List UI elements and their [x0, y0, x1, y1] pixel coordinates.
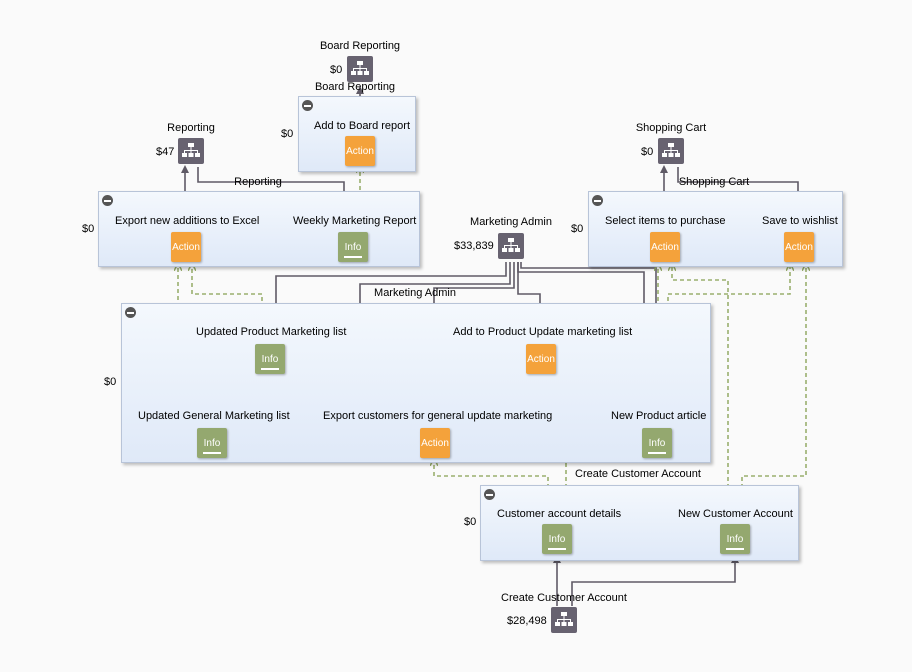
group-title: Reporting — [234, 176, 282, 188]
hub-cost: $47 — [156, 146, 175, 158]
task-label: Add to Board report — [314, 120, 411, 132]
task-label: Export new additions to Excel — [115, 215, 260, 227]
hub-shopping-cart[interactable] — [658, 138, 684, 164]
hub-marketing-admin[interactable] — [498, 233, 524, 259]
group-create-customer-account[interactable]: Customer account details New Customer Ac… — [480, 485, 799, 561]
task-label: Add to Product Update marketing list — [453, 326, 633, 338]
group-title: Board Reporting — [314, 81, 396, 93]
collapse-icon[interactable] — [302, 100, 313, 111]
link-create-new-account — [571, 555, 739, 606]
task-export-customers[interactable]: Action — [420, 428, 450, 458]
task-label: Select items to purchase — [605, 215, 726, 227]
hub-title: Create Customer Account — [501, 592, 627, 604]
group-cost: $0 — [104, 376, 117, 388]
task-label: Save to wishlist — [762, 215, 838, 227]
hub-cost: $33,839 — [454, 240, 494, 252]
group-reporting[interactable]: Export new additions to Excel Weekly Mar… — [98, 191, 420, 267]
task-label: Weekly Marketing Report — [293, 215, 417, 227]
task-customer-account-details[interactable]: Info — [542, 524, 572, 554]
task-label: New Product article — [611, 410, 707, 422]
org-chart-icon — [555, 612, 573, 626]
hub-title: Reporting — [167, 122, 215, 134]
collapse-icon[interactable] — [484, 489, 495, 500]
task-updated-general-marketing-list[interactable]: Info — [197, 428, 227, 458]
task-add-to-board-report[interactable]: Action — [345, 136, 375, 166]
task-updated-product-marketing-list[interactable]: Info — [255, 344, 285, 374]
collapse-icon[interactable] — [592, 195, 603, 206]
task-new-customer-account[interactable]: Info — [720, 524, 750, 554]
task-weekly-marketing-report[interactable]: Info — [338, 232, 368, 262]
task-label: Export customers for general update mark… — [323, 410, 553, 422]
task-label: Updated General Marketing list — [138, 410, 290, 422]
group-board-reporting[interactable]: Add to Board report Action — [298, 96, 416, 172]
org-chart-icon — [182, 143, 200, 157]
org-chart-icon — [502, 238, 520, 252]
group-title: Create Customer Account — [575, 468, 701, 480]
group-cost: $0 — [464, 516, 477, 528]
task-save-to-wishlist[interactable]: Action — [784, 232, 814, 262]
hub-board-reporting[interactable] — [347, 56, 373, 82]
collapse-icon[interactable] — [102, 195, 113, 206]
task-label: New Customer Account — [678, 508, 793, 520]
task-label: Customer account details — [497, 508, 622, 520]
dep-newaccount-select — [672, 266, 729, 523]
group-cost: $0 — [571, 223, 584, 235]
task-export-new-additions[interactable]: Action — [171, 232, 201, 262]
hub-title: Shopping Cart — [635, 122, 707, 134]
group-title: Shopping Cart — [678, 176, 750, 188]
group-marketing-admin[interactable]: Updated Product Marketing list Add to Pr… — [121, 303, 711, 463]
hub-reporting[interactable] — [178, 138, 204, 164]
org-chart-icon — [662, 143, 680, 157]
group-title: Marketing Admin — [374, 287, 456, 299]
hub-create-customer-account[interactable] — [551, 607, 577, 633]
task-select-items[interactable]: Action — [650, 232, 680, 262]
group-shopping-cart[interactable]: Select items to purchase Save to wishlis… — [588, 191, 843, 267]
hub-cost: $0 — [330, 64, 343, 76]
org-chart-icon — [351, 61, 369, 75]
hub-cost: $0 — [641, 146, 654, 158]
hub-title: Marketing Admin — [470, 216, 552, 228]
task-add-to-product-update[interactable]: Action — [526, 344, 556, 374]
hub-title: Board Reporting — [319, 40, 401, 52]
group-cost: $0 — [281, 128, 294, 140]
collapse-icon[interactable] — [125, 307, 136, 318]
group-cost: $0 — [82, 223, 95, 235]
task-new-product-article[interactable]: Info — [642, 428, 672, 458]
hub-cost: $28,498 — [507, 615, 547, 627]
task-label: Updated Product Marketing list — [196, 326, 347, 338]
